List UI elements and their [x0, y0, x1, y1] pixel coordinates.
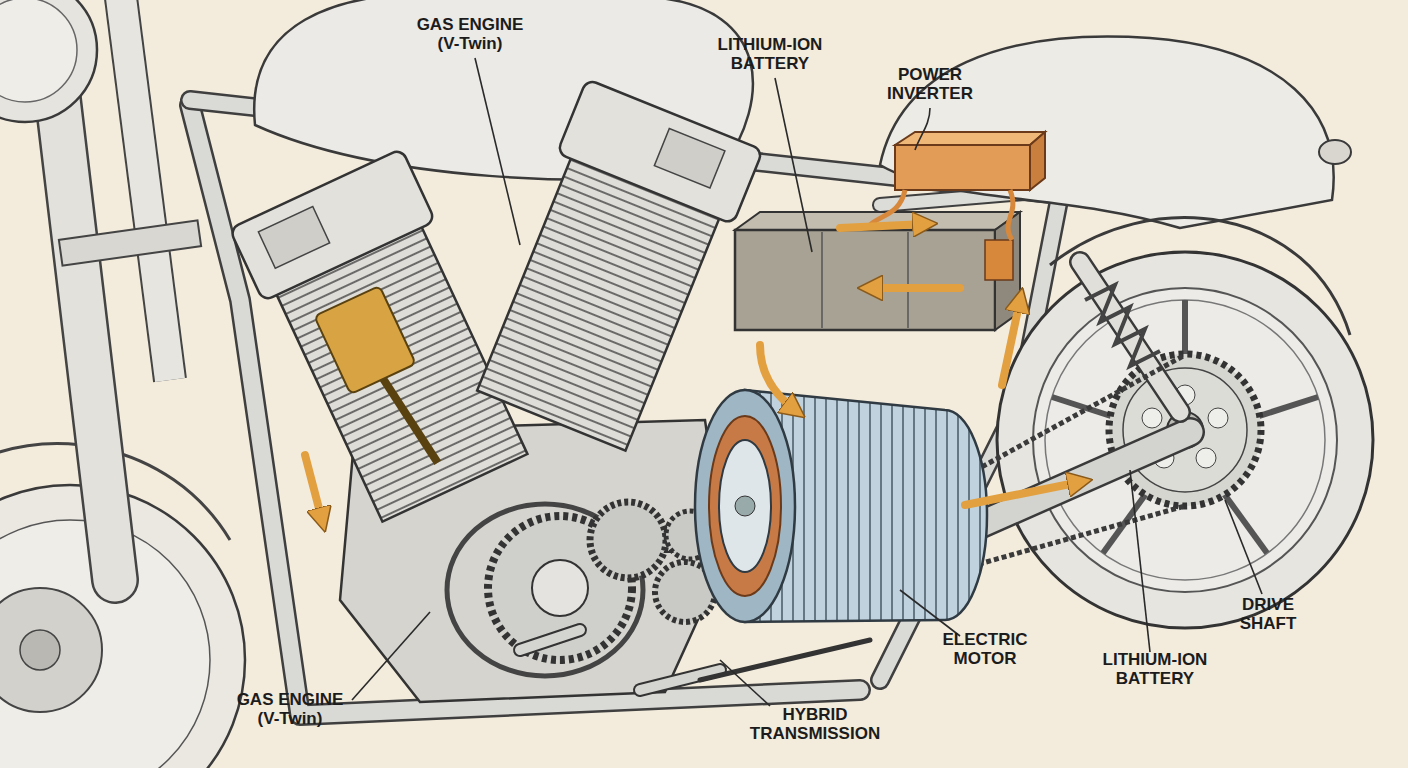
- leader-line: [352, 612, 430, 700]
- part-label: GAS ENGINE (V-Twin): [225, 690, 355, 728]
- part-label: GAS ENGINE (V-Twin): [405, 15, 535, 53]
- power-inverter: [895, 145, 1030, 190]
- engine-cylinder: [229, 149, 435, 302]
- leader-line: [915, 108, 930, 150]
- leader-line: [352, 58, 1262, 706]
- flow-arrow: [840, 224, 925, 228]
- front-wheel: [0, 588, 102, 712]
- part-label: LITHIUM-ION BATTERY: [705, 35, 835, 73]
- front-fork: [0, 0, 77, 102]
- electric-motor: [735, 496, 755, 516]
- flow-arrow: [1002, 300, 1020, 385]
- leader-line: [475, 58, 520, 245]
- leader-line: [1225, 500, 1262, 594]
- rear-shock: [1080, 262, 1180, 412]
- flow-arrow: [305, 455, 322, 520]
- footpegs: [700, 640, 870, 680]
- electric-motor: [709, 416, 781, 596]
- part-label: HYBRID TRANSMISSION: [740, 705, 890, 743]
- engine-cylinder: [654, 128, 725, 188]
- rear-shock: [1085, 285, 1160, 366]
- part-label: DRIVE SHAFT: [1228, 595, 1308, 633]
- part-label: ELECTRIC MOTOR: [930, 630, 1040, 668]
- engine-cylinder: [557, 79, 763, 224]
- rear-wheel: [1208, 408, 1228, 428]
- frame-tubes: [190, 100, 1060, 680]
- leader-line: [900, 590, 960, 636]
- battery-pack: [985, 240, 1013, 280]
- engine-cylinder: [383, 373, 438, 469]
- rear-wheel: [1196, 448, 1216, 468]
- transmission-gears: [590, 502, 666, 578]
- power-inverter: [870, 190, 905, 225]
- frame-tubes: [190, 105, 860, 715]
- engine-cylinder: [314, 286, 416, 394]
- flow-arrow: [965, 482, 1080, 505]
- part-label: POWER INVERTER: [865, 65, 995, 103]
- electric-motor: [695, 390, 795, 622]
- engine-cylinder: [229, 149, 541, 528]
- frame-tubes: [190, 100, 1060, 680]
- footpegs: [520, 630, 580, 650]
- leader-line: [720, 660, 770, 706]
- front-wheel: [20, 630, 60, 670]
- rear-shock: [1080, 262, 1180, 412]
- rear-wheel: [1142, 408, 1162, 428]
- battery-pack: [735, 212, 1020, 330]
- seat: [1319, 140, 1351, 164]
- front-fork: [0, 0, 97, 122]
- electric-motor: [719, 440, 771, 572]
- front-fork: [120, 0, 170, 380]
- rear-shock: [1080, 262, 1180, 412]
- leader-line: [1130, 470, 1150, 652]
- front-fork: [120, 0, 170, 380]
- footpegs: [520, 630, 870, 690]
- engine-cylinder: [258, 207, 329, 269]
- front-fork: [0, 0, 201, 580]
- battery-pack: [735, 230, 995, 330]
- frame-tubes: [190, 105, 860, 715]
- electric-motor: [695, 390, 987, 622]
- power-inverter: [1008, 190, 1013, 240]
- flow-arrow: [305, 224, 1080, 520]
- flow-arrow: [870, 284, 960, 292]
- flow-arrow: [760, 345, 795, 410]
- footpegs: [520, 630, 580, 650]
- front-fork: [59, 220, 201, 265]
- battery-pack: [907, 232, 909, 328]
- part-label: LITHIUM-ION BATTERY: [1090, 650, 1220, 688]
- engine-cylinder: [463, 79, 763, 456]
- power-inverter: [1030, 132, 1045, 190]
- transmission-gears: [532, 560, 588, 616]
- leader-line: [775, 78, 812, 252]
- battery-pack: [821, 232, 823, 328]
